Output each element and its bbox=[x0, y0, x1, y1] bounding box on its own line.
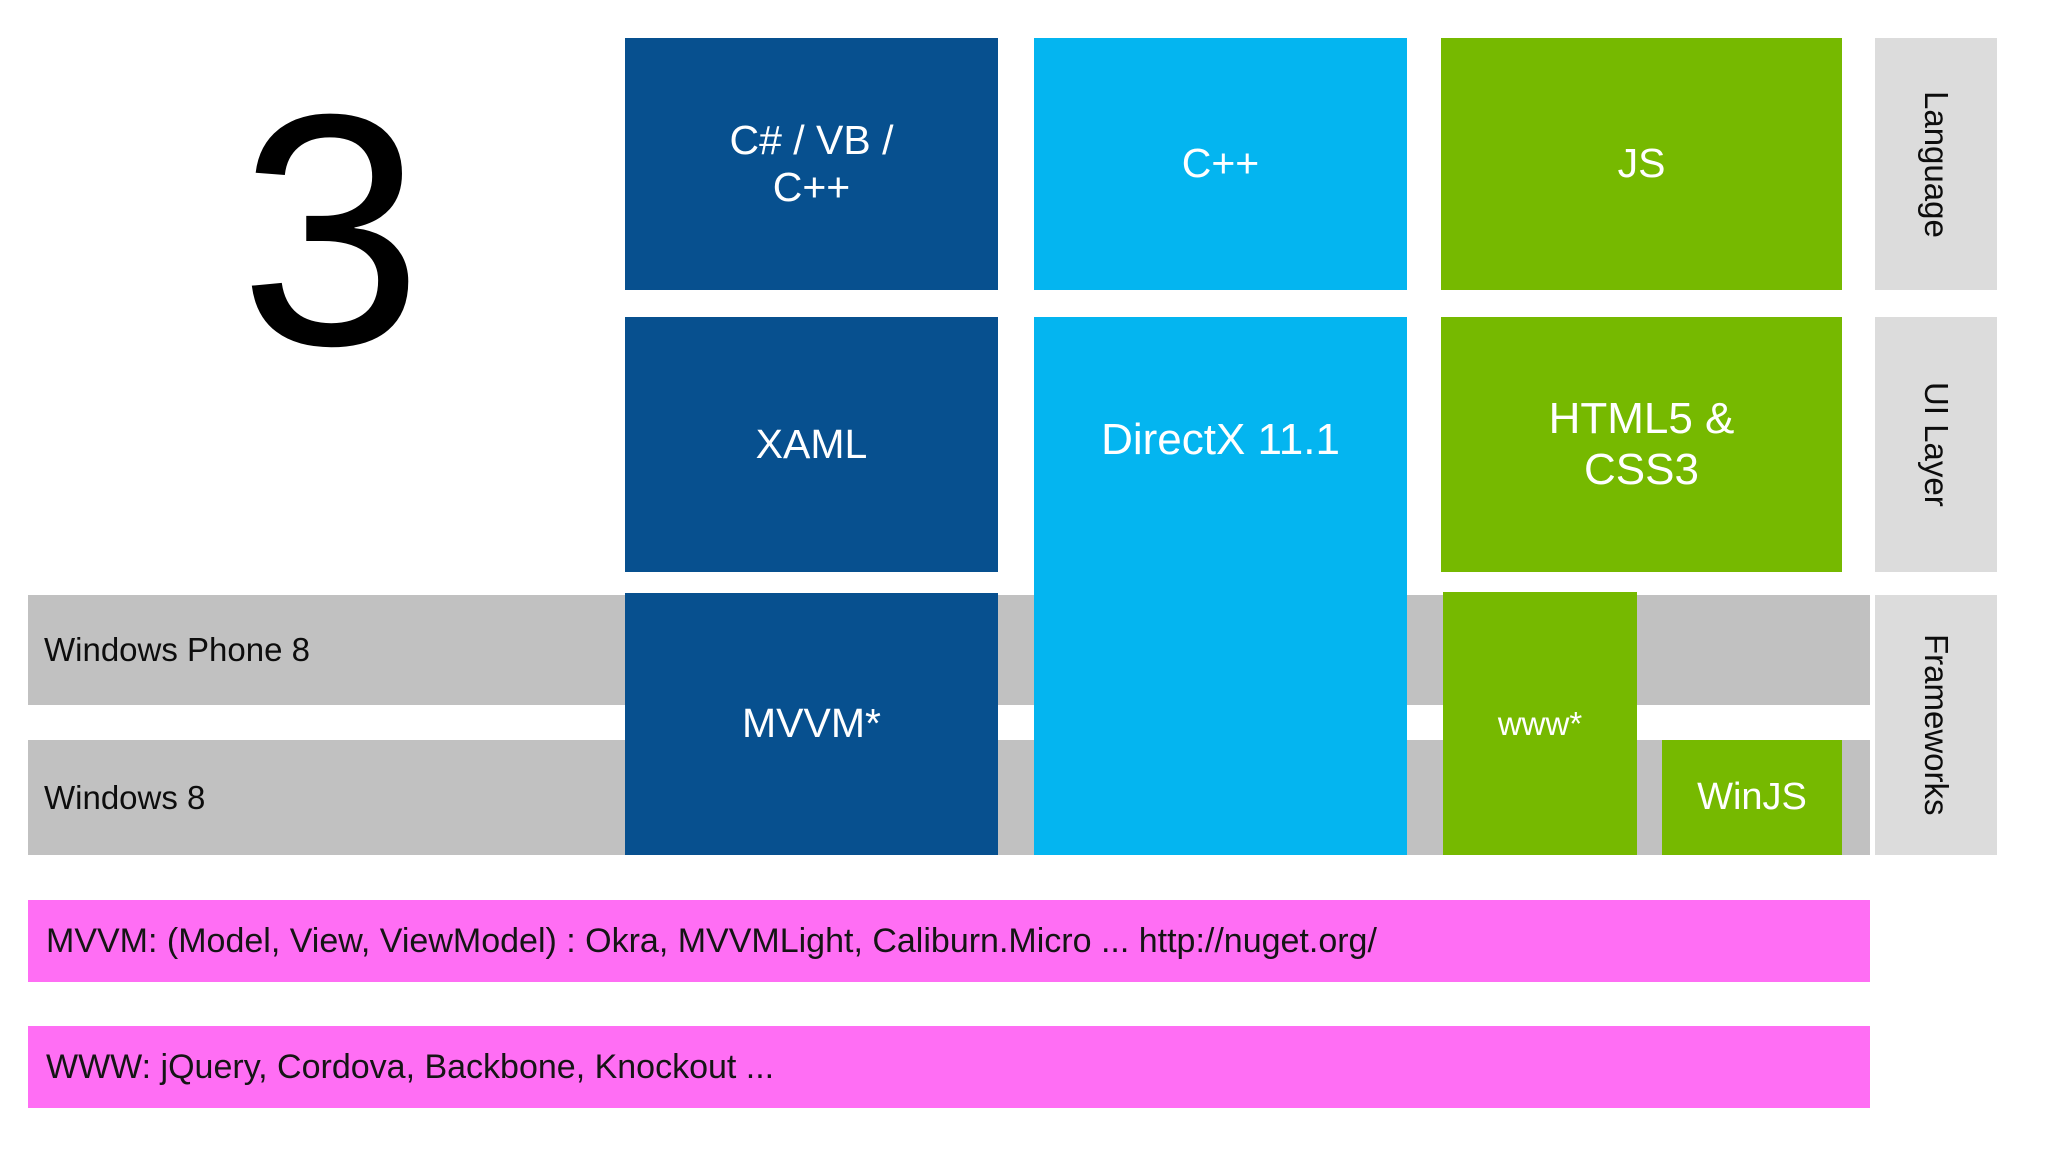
slide-number: 3 bbox=[239, 45, 423, 414]
tile-directx-native[interactable]: DirectX 11.1 bbox=[1034, 317, 1407, 855]
note-bar-text: WWW: jQuery, Cordova, Backbone, Knockout… bbox=[46, 1047, 775, 1086]
platform-bar-label: Windows 8 bbox=[44, 778, 206, 816]
tile-ui-layer-web[interactable]: HTML5 & CSS3 bbox=[1441, 317, 1842, 572]
note-bar-text: MVVM: (Model, View, ViewModel) : Okra, M… bbox=[46, 921, 1377, 960]
tile-language-web[interactable]: JS bbox=[1441, 38, 1842, 290]
category-label-text: Frameworks bbox=[1918, 634, 1955, 816]
platform-bar-label: Windows Phone 8 bbox=[44, 631, 310, 668]
tile-ui-layer-managed[interactable]: XAML bbox=[625, 317, 998, 572]
tile-language-native[interactable]: C++ bbox=[1034, 38, 1407, 290]
tile-framework-web-www[interactable]: www* bbox=[1443, 592, 1637, 855]
category-label-text: Language bbox=[1918, 90, 1955, 238]
tile-framework-web-winjs[interactable]: WinJS bbox=[1662, 740, 1842, 855]
note-bar-mvvm: MVVM: (Model, View, ViewModel) : Okra, M… bbox=[28, 900, 1870, 982]
tile-language-managed[interactable]: C# / VB / C++ bbox=[625, 38, 998, 290]
tile-framework-managed[interactable]: MVVM* bbox=[625, 593, 998, 855]
note-bar-www: WWW: jQuery, Cordova, Backbone, Knockout… bbox=[28, 1026, 1870, 1108]
category-label-ui-layer: UI Layer bbox=[1875, 317, 1997, 572]
category-label-text: UI Layer bbox=[1918, 382, 1955, 507]
category-label-frameworks: Frameworks bbox=[1875, 595, 1997, 855]
category-label-language: Language bbox=[1875, 38, 1997, 290]
